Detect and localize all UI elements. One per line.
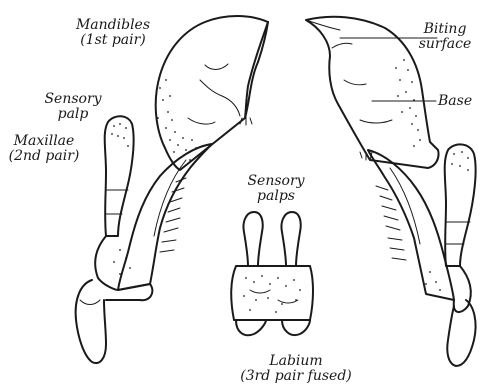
biting-surface-label: Biting surface: [412, 22, 478, 52]
base-label-text: Base: [438, 93, 472, 109]
sensory-palp-label-line2: palp: [36, 107, 110, 122]
right-maxilla: [368, 144, 476, 366]
sensory-palps-label: Sensory palps: [236, 174, 316, 204]
base-label: Base: [438, 94, 472, 109]
labium-label-line2: (3rd pair fused): [226, 369, 366, 384]
maxillae-label: Maxillae (2nd pair): [0, 134, 88, 164]
mandibles-label: Mandibles (1st pair): [66, 18, 160, 48]
left-mandible: [156, 16, 268, 170]
maxillae-label-line2: (2nd pair): [0, 149, 88, 164]
labium: [231, 212, 313, 335]
labium-label: Labium (3rd pair fused): [226, 354, 366, 384]
mandibles-label-line2: (1st pair): [66, 33, 160, 48]
biting-surface-label-line1: Biting: [412, 22, 478, 37]
labium-label-line1: Labium: [226, 354, 366, 369]
sensory-palp-label-line1: Sensory: [36, 92, 110, 107]
sensory-palp-label: Sensory palp: [36, 92, 110, 122]
left-maxilla: [76, 116, 212, 363]
maxillae-label-line1: Maxillae: [0, 134, 88, 149]
mandibles-label-line1: Mandibles: [66, 18, 160, 33]
sensory-palps-label-line2: palps: [236, 189, 316, 204]
biting-surface-label-line2: surface: [412, 37, 478, 52]
sensory-palps-label-line1: Sensory: [236, 174, 316, 189]
